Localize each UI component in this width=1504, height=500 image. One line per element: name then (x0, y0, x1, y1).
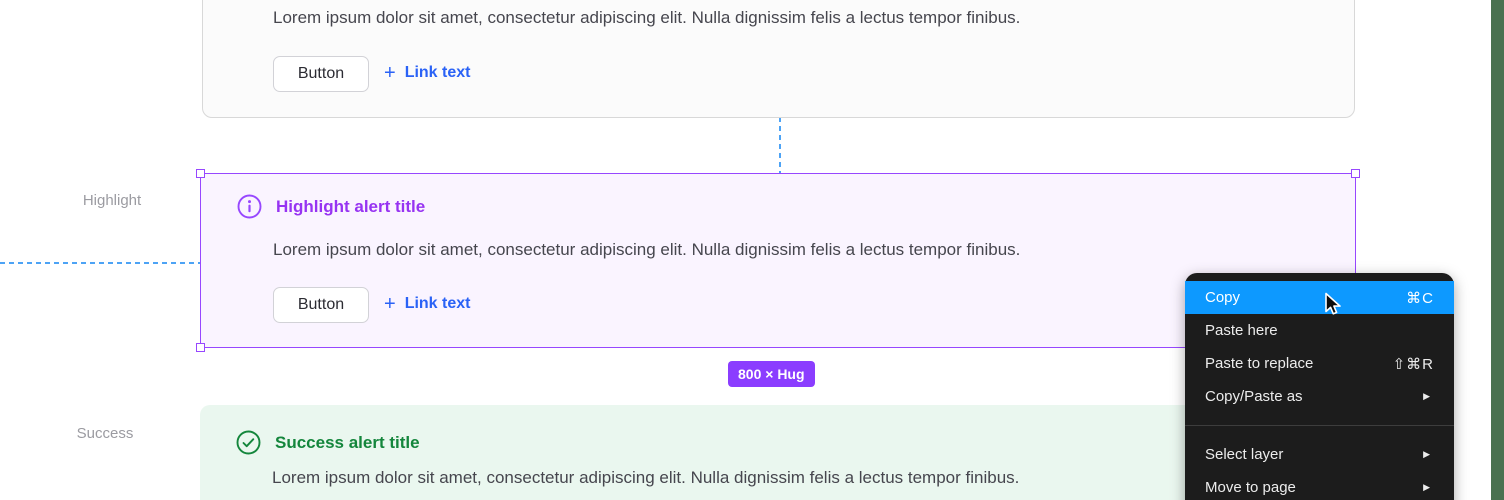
selection-handle-top-right[interactable] (1351, 169, 1360, 178)
row-label-success: Success (76, 425, 134, 442)
menu-item-label: Paste here (1205, 322, 1278, 339)
submenu-arrow-icon: ▶ (1423, 482, 1430, 492)
link-label: Link text (404, 295, 471, 312)
check-circle-icon (236, 430, 261, 455)
plus-icon: + (384, 293, 396, 315)
right-edge-panel-bar (1491, 0, 1504, 500)
alert-link[interactable]: + Link text (384, 63, 470, 83)
menu-item-label: Move to page (1205, 479, 1296, 496)
menu-item-label: Select layer (1205, 446, 1284, 463)
plus-icon: + (384, 62, 396, 84)
alert-body-text: Lorem ipsum dolor sit amet, consectetur … (272, 468, 1020, 487)
alert-button[interactable]: Button (273, 287, 369, 323)
info-icon (237, 194, 262, 219)
submenu-arrow-icon: ▶ (1423, 391, 1430, 401)
menu-item-label: Copy/Paste as (1205, 388, 1303, 405)
menu-item-shortcut: ⌘C (1406, 289, 1434, 307)
alert-title: Highlight alert title (276, 197, 426, 216)
menu-item-label: Copy (1205, 289, 1241, 306)
alert-button[interactable]: Button (273, 56, 369, 92)
neutral-alert-card[interactable]: Lorem ipsum dolor sit amet, consectetur … (202, 0, 1355, 118)
alert-link[interactable]: + Link text (384, 294, 470, 314)
menu-item-copy-paste-as[interactable]: Copy/Paste as ▶ (1185, 380, 1454, 413)
menu-item-select-layer[interactable]: Select layer ▶ (1185, 438, 1454, 471)
selection-handle-bottom-left[interactable] (196, 343, 205, 352)
mouse-cursor-icon (1325, 292, 1341, 315)
menu-item-copy[interactable]: Copy ⌘C (1185, 281, 1454, 314)
submenu-arrow-icon: ▶ (1423, 449, 1430, 459)
alert-body-text: Lorem ipsum dolor sit amet, consectetur … (273, 240, 1021, 259)
link-label: Link text (404, 64, 471, 81)
alert-title: Success alert title (275, 433, 420, 452)
selection-size-badge: 800 × Hug (728, 361, 815, 387)
alert-body-text: Lorem ipsum dolor sit amet, consectetur … (273, 8, 1021, 27)
menu-item-move-to-page[interactable]: Move to page ▶ (1185, 471, 1454, 500)
menu-item-paste-to-replace[interactable]: Paste to replace ⇧⌘R (1185, 347, 1454, 380)
menu-item-shortcut: ⇧⌘R (1392, 355, 1434, 373)
horizontal-guide-line (0, 262, 200, 264)
context-menu: Copy ⌘C Paste here Paste to replace ⇧⌘R … (1185, 273, 1454, 500)
success-alert-card[interactable]: Success alert title Lorem ipsum dolor si… (200, 405, 1356, 500)
selection-handle-top-left[interactable] (196, 169, 205, 178)
row-label-highlight: Highlight (82, 192, 142, 209)
menu-separator (1185, 425, 1454, 426)
menu-item-label: Paste to replace (1205, 355, 1314, 372)
menu-item-paste-here[interactable]: Paste here (1185, 314, 1454, 347)
highlight-alert-card[interactable]: Highlight alert title Lorem ipsum dolor … (200, 173, 1356, 348)
